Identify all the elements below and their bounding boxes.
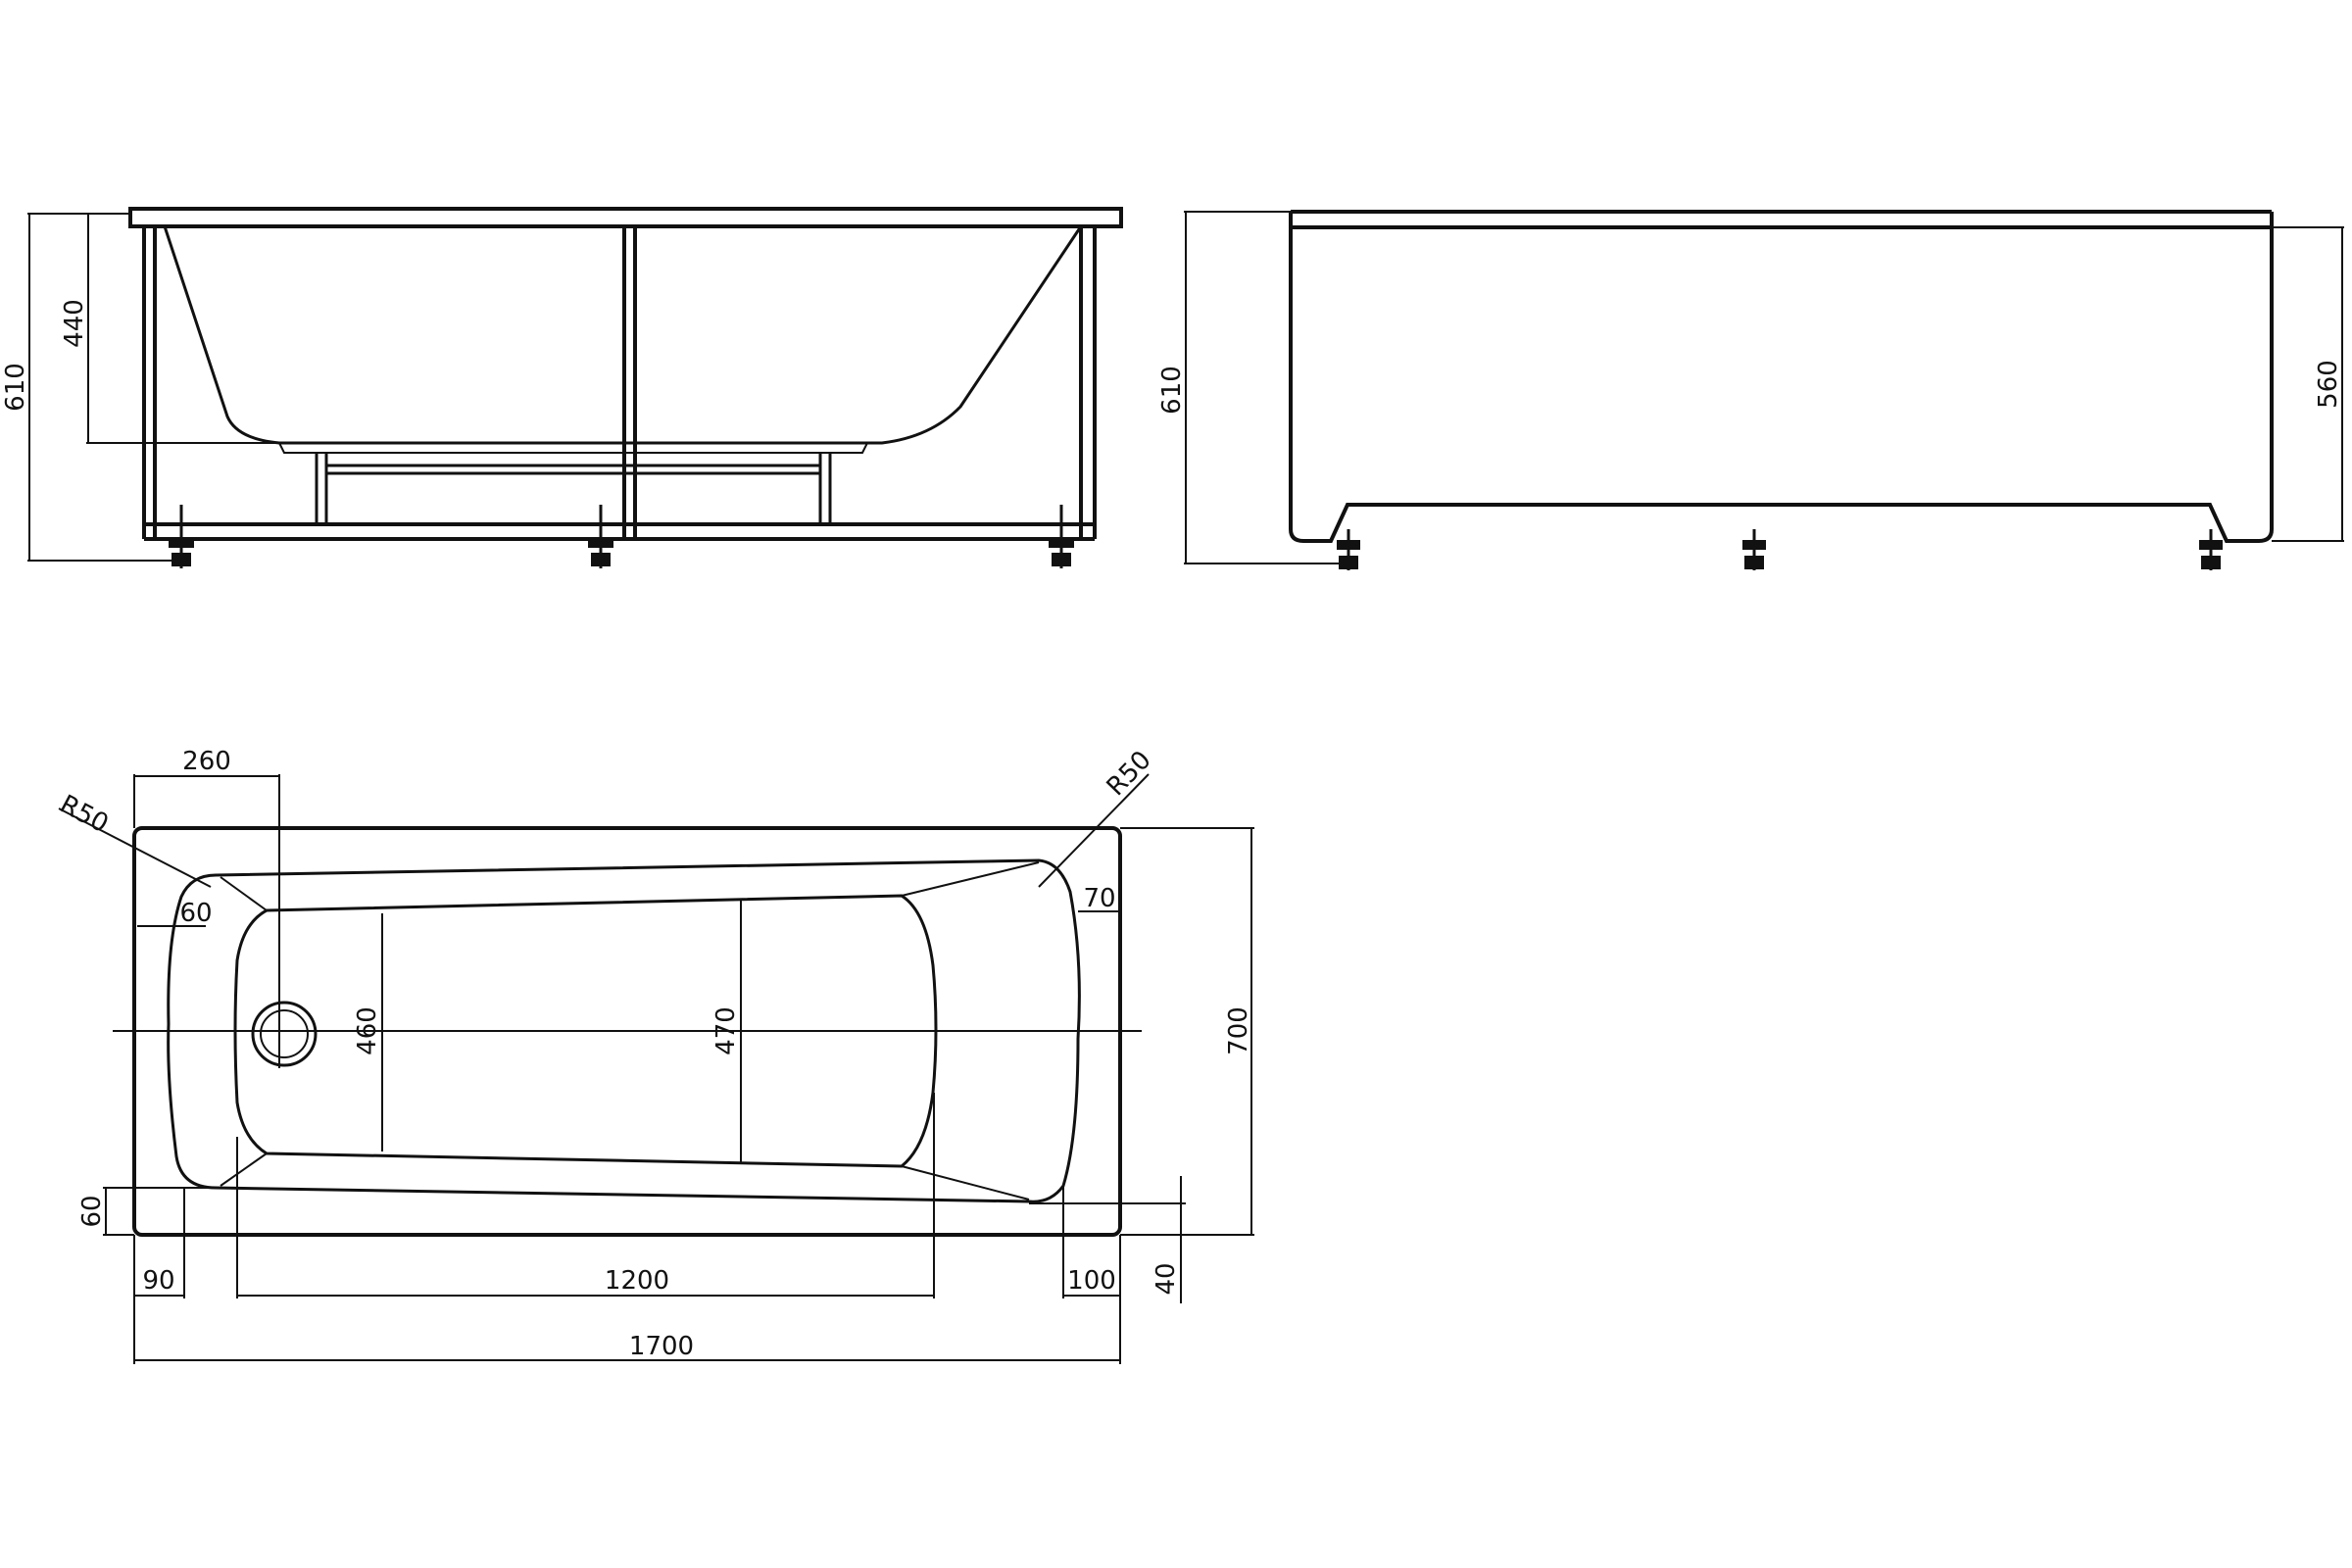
top-drain-inner <box>260 1009 309 1058</box>
top-basin-corner-tl <box>220 876 268 911</box>
side-dim-610-label: 610 <box>1157 366 1187 415</box>
front-dim-440 <box>86 213 279 444</box>
front-foot-left <box>169 505 194 568</box>
top-dim-40-label: 40 <box>1152 1262 1181 1295</box>
side-foot-right <box>2199 529 2223 570</box>
top-dim-1700-label: 1700 <box>629 1332 694 1361</box>
side-dim-560 <box>2272 226 2344 542</box>
top-drain-outer <box>251 1001 318 1067</box>
front-rim <box>128 207 1123 228</box>
front-dim-610-label: 610 <box>1 363 30 412</box>
top-basin-corner-bl <box>220 1152 268 1187</box>
front-foot-right <box>1049 505 1074 568</box>
top-dim-90-label: 90 <box>142 1266 174 1296</box>
top-dim-70-label: 70 <box>1083 884 1115 913</box>
top-dim-1200 <box>236 1093 935 1298</box>
top-view: 460 470 260 R50 60 R50 70 700 <box>55 746 1254 1364</box>
top-dim-60-bottom-label: 60 <box>77 1195 107 1227</box>
front-foot-center <box>588 505 613 568</box>
top-dim-r50-right-leader <box>1038 773 1150 888</box>
top-dim-40 <box>1029 1176 1186 1303</box>
top-basin-corner-tr <box>901 861 1040 897</box>
top-dim-60-bottom <box>103 1187 216 1236</box>
top-dim-470-label: 470 <box>711 1006 741 1055</box>
top-dim-260 <box>133 774 280 1068</box>
top-dim-1200-label: 1200 <box>605 1266 669 1296</box>
front-bowl-base <box>278 442 868 454</box>
side-panel-outline <box>1289 212 2274 543</box>
side-view: 610 560 <box>1157 210 2344 570</box>
top-dim-100-label: 100 <box>1067 1266 1116 1296</box>
side-dim-610 <box>1184 211 1343 564</box>
top-dim-r50-right-label: R50 <box>1102 746 1157 803</box>
top-dim-r50-left-leader <box>58 808 212 888</box>
top-dim-260-label: 260 <box>182 747 231 776</box>
top-basin-corner-br <box>901 1165 1030 1200</box>
front-bowl-outline <box>163 225 1083 445</box>
top-dim-700-label: 700 <box>1224 1006 1253 1055</box>
front-view: 610 440 <box>1 207 1123 568</box>
top-bottom-flat <box>233 894 938 1168</box>
top-inner-basin <box>167 858 1081 1203</box>
side-foot-left <box>1337 529 1360 570</box>
top-dim-460-label: 460 <box>353 1006 382 1055</box>
top-dim-1700 <box>133 1235 1121 1364</box>
side-dim-560-label: 560 <box>2314 360 2343 409</box>
front-dim-440-label: 440 <box>60 299 89 348</box>
side-foot-center <box>1742 529 1766 570</box>
top-dim-60-left-label: 60 <box>179 899 212 928</box>
